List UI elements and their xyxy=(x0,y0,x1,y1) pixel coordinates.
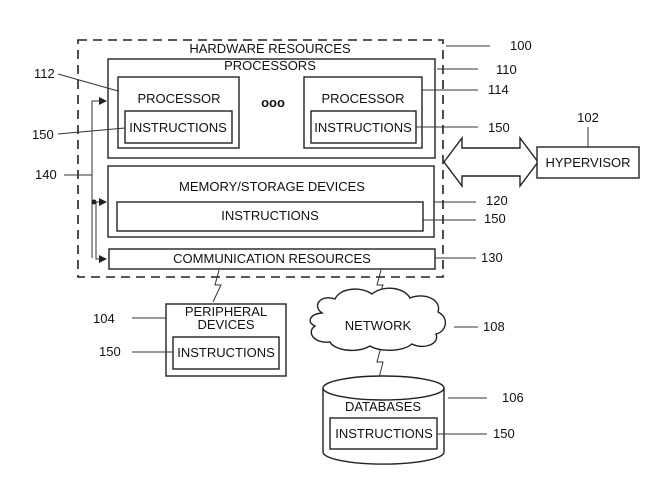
bus-to-processors xyxy=(91,97,107,258)
ref-150-b: 150 xyxy=(488,120,510,135)
ref-150-e: 150 xyxy=(493,426,515,441)
ref-106: 106 xyxy=(502,390,524,405)
bus-to-communication xyxy=(95,202,107,263)
databases-instructions: INSTRUCTIONS xyxy=(335,426,433,441)
ref-150-c: 150 xyxy=(484,211,506,226)
ref-104: 104 xyxy=(93,311,115,326)
hypervisor-double-arrow xyxy=(443,135,539,189)
hardware-resources-boundary xyxy=(77,39,444,278)
ref-150-d: 150 xyxy=(99,344,121,359)
memory-instructions: INSTRUCTIONS xyxy=(221,208,319,223)
bus-junction xyxy=(91,199,97,205)
memory-instructions-box xyxy=(116,201,424,232)
communication-resources-box xyxy=(108,248,436,270)
databases-label: DATABASES xyxy=(345,399,421,414)
processor-ellipsis: ooo xyxy=(261,95,285,110)
databases-cylinder-top xyxy=(322,375,445,401)
ref-150-a: 150 xyxy=(32,127,54,142)
ref-140: 140 xyxy=(35,167,57,182)
peripheral-label-line1: PERIPHERAL xyxy=(185,304,267,319)
wireless-link-databases xyxy=(376,346,384,387)
hypervisor-label: HYPERVISOR xyxy=(545,155,630,170)
processor-left-instructions-box xyxy=(124,110,233,144)
ref-114: 114 xyxy=(488,82,509,97)
databases-instructions-box xyxy=(329,417,438,450)
network-label: NETWORK xyxy=(345,318,412,333)
hardware-resources-label: HARDWARE RESOURCES xyxy=(189,41,351,56)
ref-110: 110 xyxy=(496,62,517,77)
processor-right-label: PROCESSOR xyxy=(321,91,404,106)
communication-resources-label: COMMUNICATION RESOURCES xyxy=(173,251,371,266)
peripheral-label-line2: DEVICES xyxy=(197,317,254,332)
processors-label: PROCESSORS xyxy=(224,58,316,73)
processor-left-label: PROCESSOR xyxy=(137,91,220,106)
processor-left-instructions: INSTRUCTIONS xyxy=(129,120,227,135)
memory-storage-label: MEMORY/STORAGE DEVICES xyxy=(179,179,365,194)
ref-leader-112 xyxy=(57,73,119,92)
ref-108: 108 xyxy=(483,319,505,334)
peripheral-instructions-box xyxy=(172,336,280,370)
ref-100: 100 xyxy=(510,38,532,53)
peripheral-instructions: INSTRUCTIONS xyxy=(177,345,275,360)
ref-130: 130 xyxy=(481,250,503,265)
ref-120: 120 xyxy=(486,193,508,208)
processor-right-instructions: INSTRUCTIONS xyxy=(314,120,412,135)
ref-112: 112 xyxy=(34,66,55,81)
network-cloud xyxy=(309,287,446,352)
ref-102: 102 xyxy=(577,110,599,125)
wireless-link-peripheral xyxy=(212,269,222,303)
